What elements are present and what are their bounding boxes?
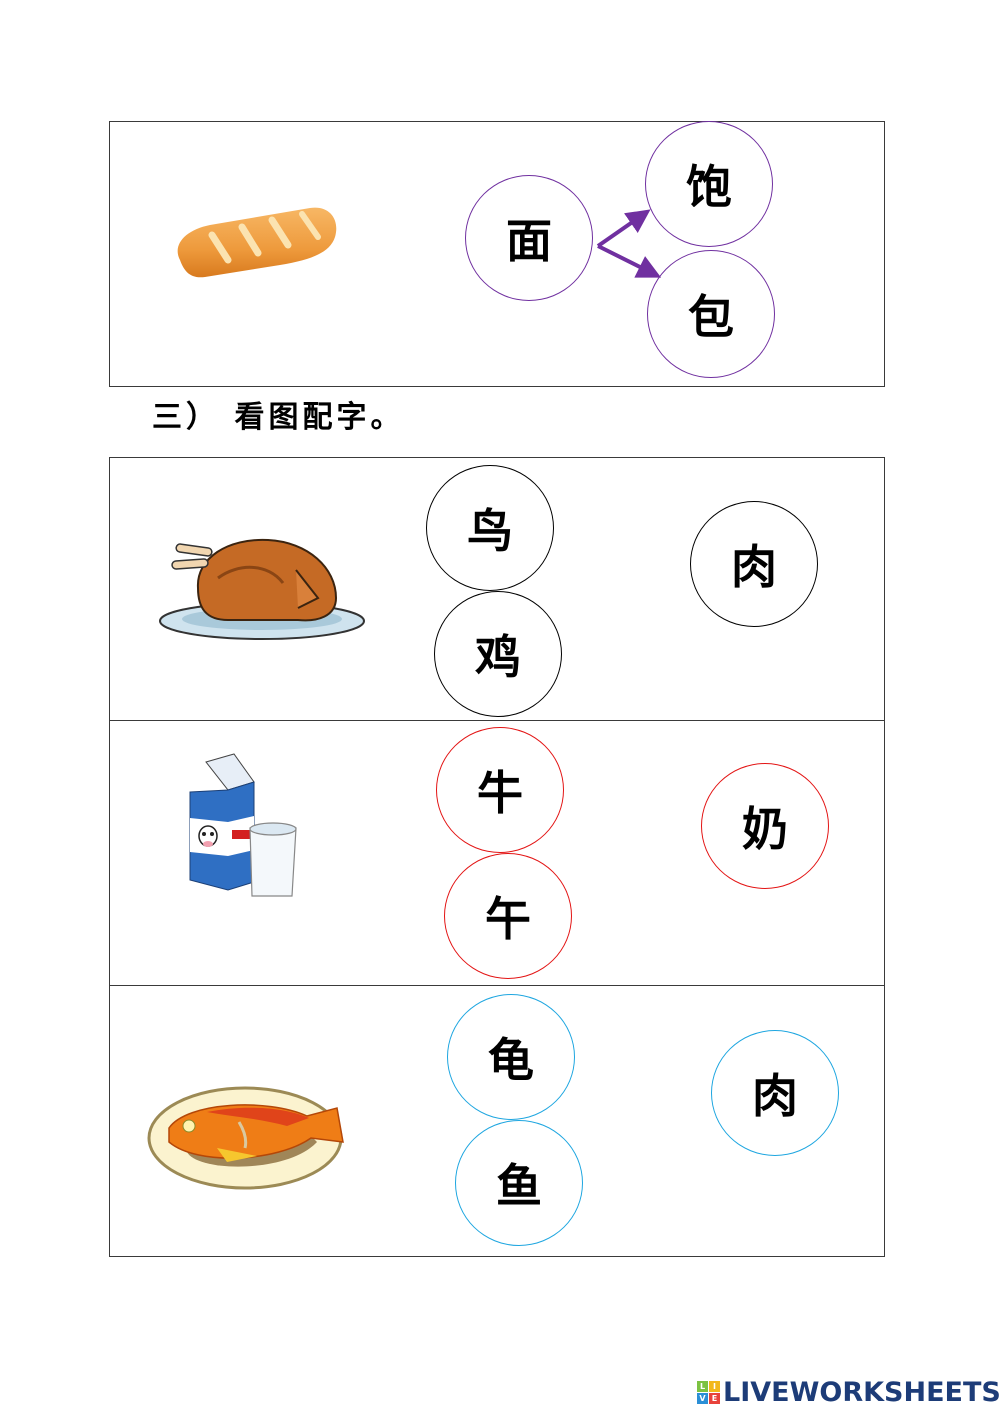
- option-char-circle[interactable]: 鸟: [426, 465, 554, 591]
- roast-chicken-icon: [159, 538, 365, 640]
- target-char-circle[interactable]: 奶: [701, 763, 829, 889]
- option-char-circle[interactable]: 包: [647, 250, 775, 378]
- target-char-circle[interactable]: 肉: [690, 501, 818, 627]
- fish-on-plate-icon: [147, 1086, 344, 1190]
- source-char-circle[interactable]: 面: [465, 175, 593, 301]
- logo-tile: V: [697, 1393, 708, 1404]
- logo-tile: I: [709, 1381, 720, 1392]
- option-char-circle[interactable]: 饱: [645, 121, 773, 247]
- logo-tile: E: [709, 1393, 720, 1404]
- liveworksheets-logo: L I V E LIVEWORKSHEETS: [697, 1377, 1000, 1408]
- bread-icon: [177, 207, 337, 278]
- logo-tile: L: [697, 1381, 708, 1392]
- section-heading: 三） 看图配字。: [152, 400, 405, 435]
- milk-carton-and-glass-icon: [189, 753, 297, 897]
- target-char-circle[interactable]: 肉: [711, 1030, 839, 1156]
- option-char-circle[interactable]: 鱼: [455, 1120, 583, 1246]
- option-char-circle[interactable]: 午: [444, 853, 572, 979]
- brand-text: LIVEWORKSHEETS: [723, 1377, 1000, 1408]
- option-char-circle[interactable]: 鸡: [434, 591, 562, 717]
- option-char-circle[interactable]: 牛: [436, 727, 564, 853]
- option-char-circle[interactable]: 龟: [447, 994, 575, 1120]
- live-tiles-icon: L I V E: [697, 1381, 720, 1404]
